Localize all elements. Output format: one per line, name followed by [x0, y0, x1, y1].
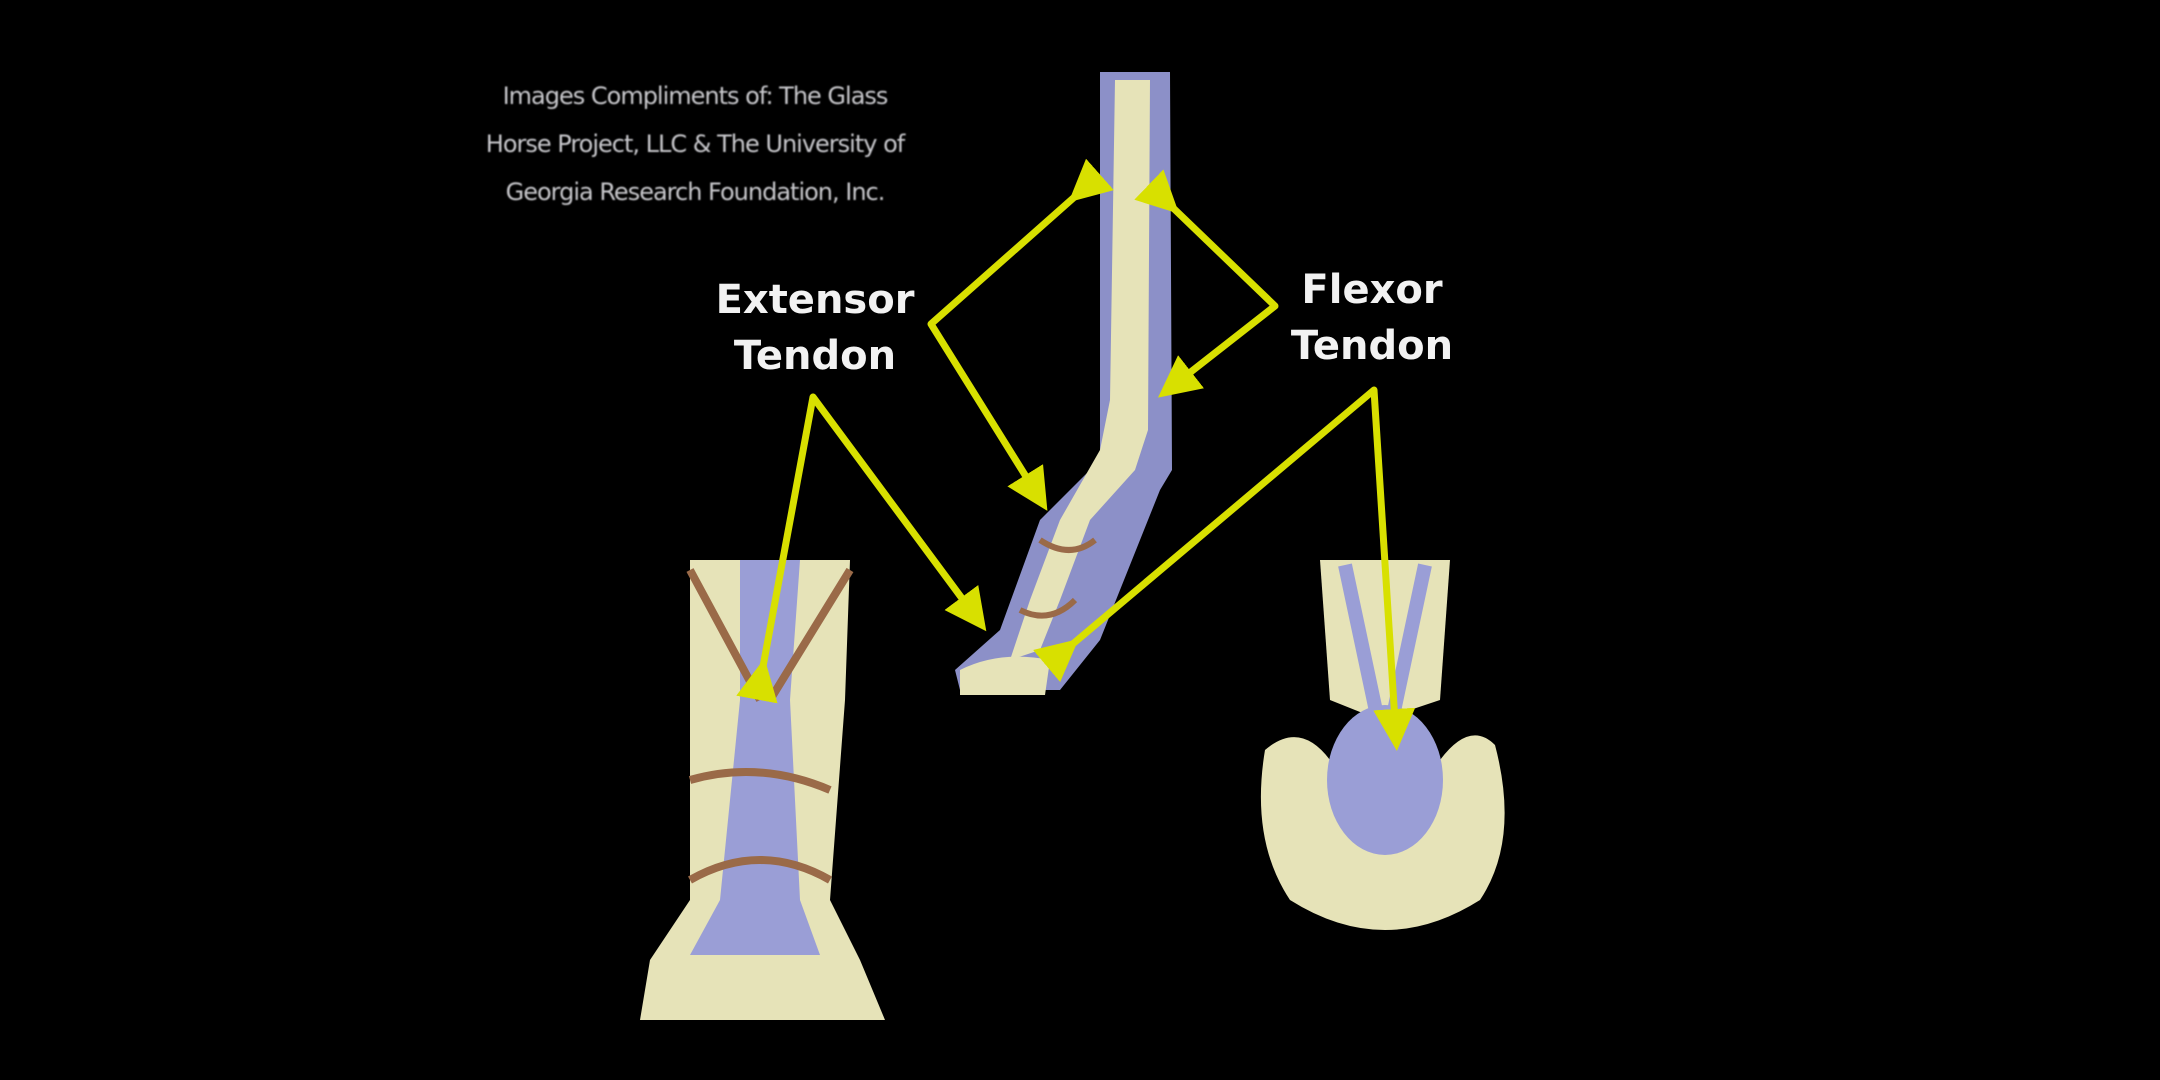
extensor-tendon-label: Extensor Tendon: [685, 272, 945, 384]
extensor-label-line-1: Extensor: [715, 277, 915, 323]
extensor-label-line-2: Tendon: [733, 333, 897, 379]
front-view-hoof: [640, 560, 885, 1020]
side-view-leg: [955, 72, 1172, 695]
flexor-arrow-upper: [1134, 169, 1279, 398]
flexor-label-line-1: Flexor: [1301, 267, 1443, 313]
flexor-label-line-2: Tendon: [1290, 323, 1454, 369]
extensor-arrow-lower: [736, 393, 987, 704]
flexor-tendon-label: Flexor Tendon: [1242, 262, 1502, 374]
credit-line-1: Images Compliments of: The Glass: [502, 82, 889, 110]
pointer-arrows: [736, 158, 1416, 751]
sole-view-hoof: [1260, 560, 1505, 930]
credit-line-2: Horse Project, LLC & The University of: [485, 130, 905, 158]
credit-line-3: Georgia Research Foundation, Inc.: [505, 178, 886, 206]
extensor-arrow-upper: [927, 158, 1114, 511]
flexor-arrow-lower: [1033, 386, 1416, 751]
